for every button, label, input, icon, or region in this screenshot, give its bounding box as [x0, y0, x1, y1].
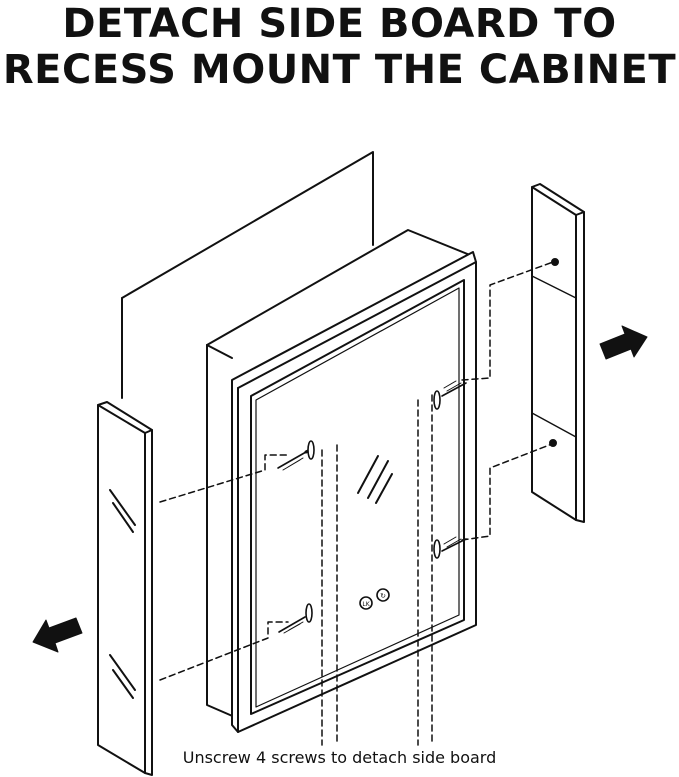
- lock-label: LK: [362, 601, 370, 608]
- title-line-1: DETACH SIDE BOARD TO: [62, 1, 617, 47]
- screw-upper-right: [433, 380, 467, 410]
- power-label: ↻: [380, 592, 386, 600]
- title-line-2: RECESS MOUNT THE CABINET: [2, 47, 677, 93]
- cabinet-door: [231, 251, 477, 733]
- arrow-left-icon: [32, 617, 83, 653]
- back-wall-panel: [121, 151, 374, 399]
- power-button-icon: [376, 588, 390, 602]
- caption: Unscrew 4 screws to detach side board: [182, 748, 497, 767]
- lock-button-icon: [359, 596, 373, 610]
- right-side-board: [531, 183, 585, 523]
- cabinet-box: [206, 229, 471, 719]
- arrow-right-icon: [599, 325, 648, 360]
- screw-upper-left: [277, 440, 315, 471]
- left-side-board: [97, 401, 153, 776]
- screw-lower-left: [278, 603, 313, 634]
- dashed-guides: [159, 261, 554, 746]
- touch-controls: LK ↻: [359, 588, 390, 610]
- screw-lower-right: [433, 536, 467, 559]
